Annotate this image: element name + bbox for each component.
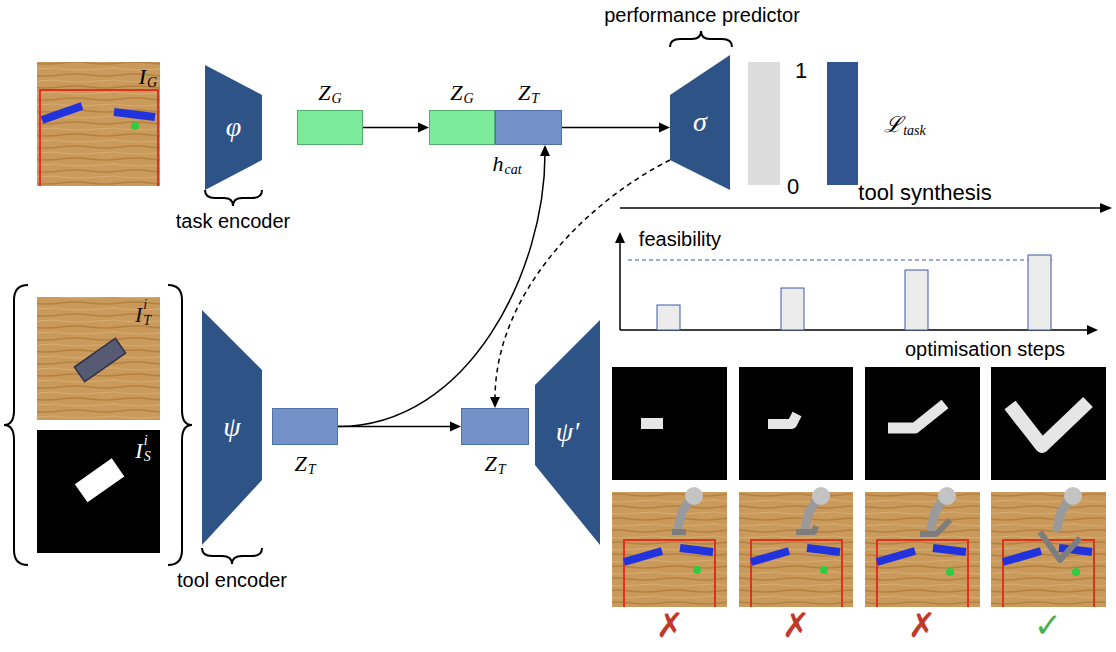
connector [338,145,550,427]
shape-outline [461,408,529,445]
caption-label: tool encoder [177,569,287,592]
caption-label: performance predictor [604,4,800,27]
arrow-head [490,397,500,408]
math-label: S [144,449,151,465]
connector-line [338,426,452,428]
trapezoid [670,55,730,190]
encoder-symbol: ψ′ [556,416,580,448]
math-label: ℒ [884,112,902,137]
encoder-symbol: ψ [223,411,240,443]
vector-box [462,409,529,445]
connector [562,123,670,133]
shape-outline [495,110,562,145]
vector-label: Z [450,80,462,105]
concat-vector: hcatZGZT [429,110,562,145]
result-mark: ✓ [1034,606,1063,645]
result-mark: ✗ [908,606,937,645]
shape-outline [429,110,495,145]
vector-label: h [492,151,503,176]
math-label: I [139,64,146,89]
shape-outline [272,408,338,445]
vector-subscript: G [464,91,474,107]
vector-subscript: T [531,91,539,107]
caption-label: optimisation steps [905,338,1065,361]
vector-box [430,111,495,145]
arrow-head [418,123,429,133]
shape-outline [297,110,363,145]
caption-label: tool synthesis [858,180,991,205]
caption-label: 0 [787,174,799,199]
math-label: I [135,302,142,327]
scene-render [612,487,1106,607]
tool-render [612,367,1106,480]
connector [363,123,429,133]
vector-subscript: T [308,462,316,478]
arrow-head [659,123,670,133]
task-encoder: φ [205,65,262,190]
task-embedding: ZG [297,110,363,145]
score-bar [827,62,858,185]
result-mark: ✗ [782,606,811,645]
result-mark: ✗ [656,606,685,645]
encoder-symbol: σ [693,106,707,138]
goal-image [37,62,160,186]
caption-label: task encoder [176,210,291,233]
arrow-head [540,145,550,156]
arrow-head [450,422,461,432]
caption-label: 1 [795,58,807,83]
task-embedding: ZG [429,110,495,145]
tool-embedding: ZT [461,408,529,445]
math-label: task [903,123,926,139]
encoder-symbol: φ [226,111,242,143]
brace [4,31,732,565]
tool-embedding: ZT [495,110,562,145]
vector-label: Z [518,80,530,105]
caption-label: feasibility [639,228,721,251]
connector-line [562,127,661,129]
vector-box [298,111,363,145]
tool-encoder: ψ [202,310,262,545]
trapezoid [205,65,262,190]
tool-mask [37,430,160,553]
vector-subscript: G [332,91,342,107]
trapezoid [202,310,262,545]
vector-label: Z [294,451,306,476]
vector-box [273,409,338,445]
connector-line [363,127,420,129]
math-label: G [147,75,157,91]
connector [338,422,461,432]
math-label: i [144,433,148,449]
vector-label: Z [484,451,496,476]
vector-label: Z [318,80,330,105]
connector-line [338,154,545,427]
tool-embedding: ZT [272,408,338,445]
trapezoid [535,320,600,545]
math-label: I [135,438,142,463]
score-bar [748,62,780,185]
vector-subscript: cat [504,162,521,178]
math-label: T [143,313,151,329]
tool-decoder: ψ′ [535,320,600,545]
tool-image [37,297,160,420]
vector-box [496,111,562,145]
performance-predictor: σ [670,55,730,190]
math-label: i [143,297,147,313]
vector-subscript: T [498,462,506,478]
